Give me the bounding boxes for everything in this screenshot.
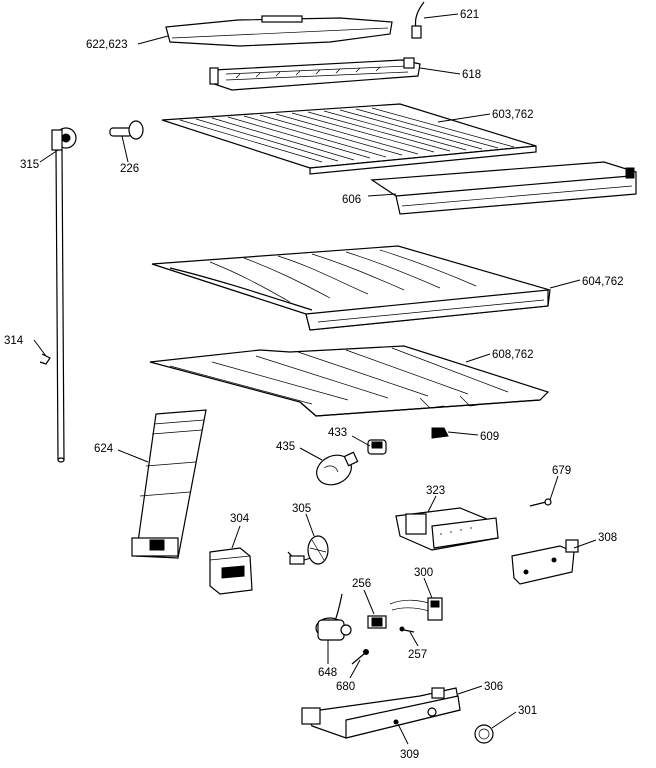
part-screw-679 (529, 498, 552, 507)
part-control-housing (301, 687, 461, 739)
callout-226: 226 (120, 163, 139, 175)
callout-257: 257 (408, 649, 427, 661)
part-motor (315, 593, 352, 641)
callout-314: 314 (4, 335, 24, 347)
callout-323: 323 (426, 485, 445, 497)
callout-305: 305 (292, 503, 311, 515)
leader-lines (33, 13, 597, 745)
part-rod (39, 149, 65, 463)
callout-608-762: 608,762 (492, 349, 534, 361)
part-wire-lead (411, 1, 425, 39)
callout-618: 618 (462, 69, 481, 81)
part-wire-shelf (161, 103, 537, 175)
callout-309: 309 (400, 749, 419, 761)
part-hinge-pin (51, 127, 77, 151)
part-louver-panel (131, 409, 207, 559)
callout-624: 624 (94, 443, 114, 455)
part-clip (431, 427, 449, 439)
part-control-box (395, 507, 499, 551)
callout-603-762: 603,762 (492, 109, 534, 121)
callout-306: 306 (484, 681, 503, 693)
callout-648: 648 (318, 667, 337, 679)
callout-435: 435 (276, 441, 295, 453)
callout-433: 433 (328, 427, 347, 439)
callout-256: 256 (352, 578, 371, 590)
part-cover-plate (165, 15, 393, 47)
callout-308: 308 (598, 532, 617, 544)
part-shelf-pan (151, 245, 551, 331)
part-screw-680 (351, 649, 369, 665)
part-crisper-front (370, 161, 637, 215)
part-bracket-308 (511, 539, 579, 585)
callout-622-623: 622,623 (86, 39, 128, 51)
callout-606: 606 (342, 194, 361, 206)
part-switch (389, 597, 443, 621)
callout-304: 304 (230, 513, 250, 525)
part-relay-block (209, 547, 253, 595)
callout-680: 680 (336, 681, 355, 693)
part-bulb (316, 451, 359, 486)
callout-679: 679 (552, 465, 571, 477)
callout-315: 315 (20, 159, 39, 171)
part-socket (367, 439, 387, 455)
callout-301: 301 (518, 705, 537, 717)
part-plug (109, 120, 144, 140)
part-light-bracket (209, 57, 421, 91)
callout-609: 609 (480, 431, 499, 443)
part-screw-257 (399, 626, 415, 633)
part-terminal (367, 615, 387, 629)
callout-604-762: 604,762 (582, 276, 624, 288)
part-lower-pan (149, 345, 550, 417)
callout-300: 300 (414, 567, 433, 579)
callout-621: 621 (460, 9, 479, 21)
part-knob (474, 724, 494, 744)
callout-labels: 621 622,623 618 603,762 226 315 606 604,… (4, 9, 624, 761)
part-timer-knob (287, 535, 329, 565)
